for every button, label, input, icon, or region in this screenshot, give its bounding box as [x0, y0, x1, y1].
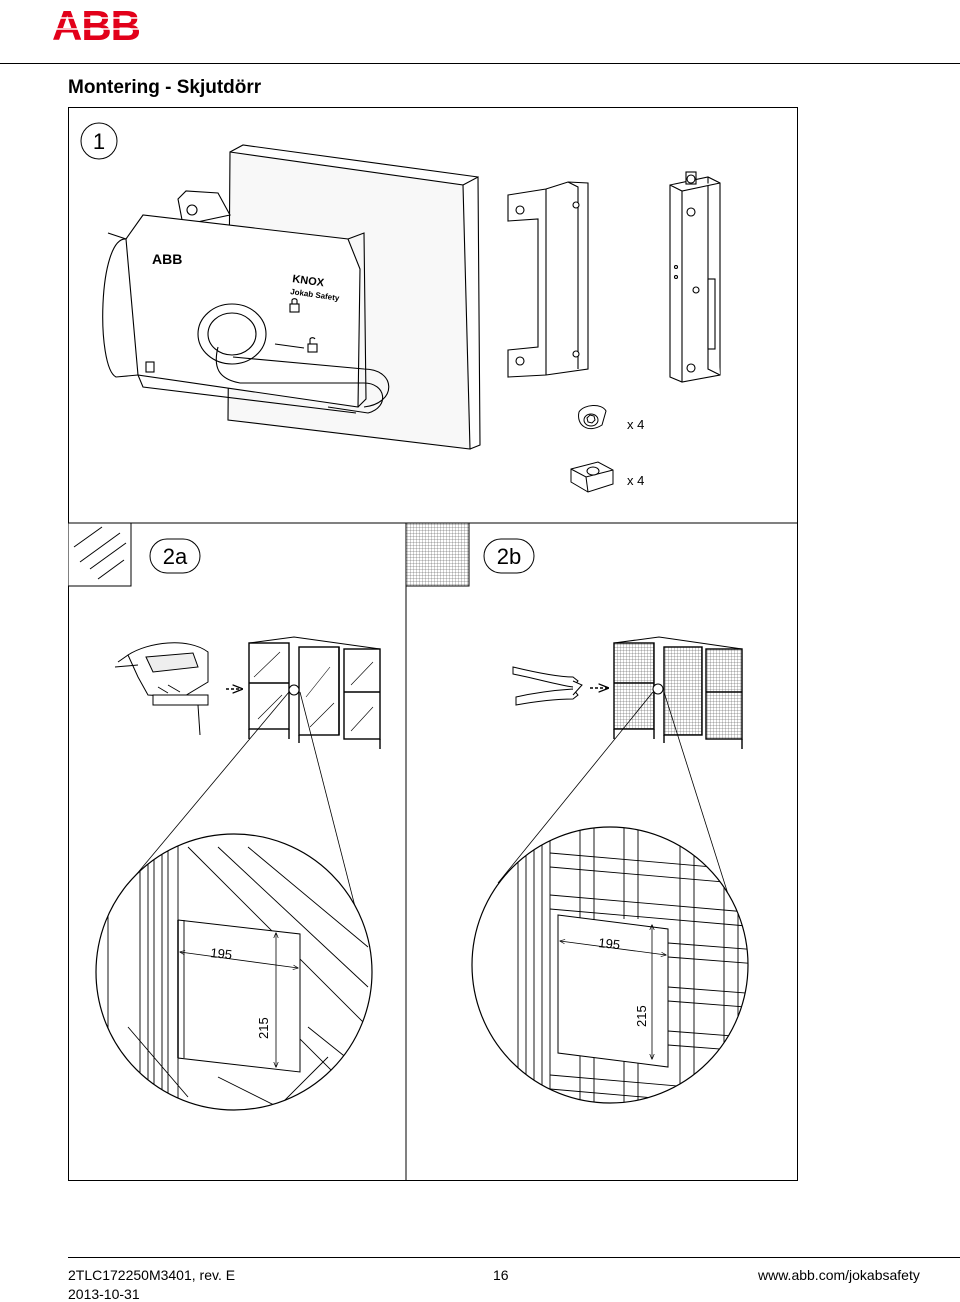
jigsaw-icon	[114, 642, 209, 736]
abb-logo: ABB	[44, 2, 148, 49]
step2b-label: 2b	[497, 544, 521, 569]
step2a-label: 2a	[163, 544, 188, 569]
step1-lock-assembly	[102, 144, 481, 450]
screw-quantity: x 4	[627, 417, 644, 432]
lock-model-text: KNOX	[292, 273, 326, 289]
mesh-cutout-width-label: 195	[598, 935, 621, 952]
wire-cutter-icon	[512, 666, 583, 706]
document-reference: 2TLC172250M3401, rev. E	[68, 1267, 236, 1283]
document-date: 2013-10-31	[68, 1286, 140, 1302]
cutout-width-label: 195	[210, 945, 233, 962]
mesh-panels-overview	[613, 636, 743, 749]
screw-icon	[578, 405, 607, 430]
step1-label: 1	[93, 129, 105, 154]
slot-nut-icon	[570, 461, 614, 493]
header-divider	[0, 63, 960, 64]
mounting-bracket	[507, 181, 589, 378]
website-link[interactable]: www.abb.com/jokabsafety	[758, 1267, 920, 1283]
lock-brand-text: ABB	[152, 251, 182, 267]
page-title: Montering - Skjutdörr	[68, 77, 262, 98]
glass-panels-overview	[248, 636, 381, 749]
mesh-cutout-detail: 195 215	[471, 826, 749, 1104]
mesh-panel-icon	[405, 522, 470, 587]
mesh-cutout-height-label: 215	[634, 1005, 649, 1027]
svg-text:ABB: ABB	[52, 4, 140, 44]
glass-cutout-detail: 195 215	[95, 833, 373, 1111]
cutout-height-label: 215	[256, 1017, 271, 1039]
safety-sensor	[669, 171, 721, 383]
glass-panel-icon	[68, 522, 132, 587]
instruction-figure: ABB KNOX Jokab Safety	[68, 107, 798, 1181]
nut-quantity: x 4	[627, 473, 644, 488]
footer-divider	[68, 1257, 960, 1258]
page-number: 16	[493, 1267, 509, 1283]
